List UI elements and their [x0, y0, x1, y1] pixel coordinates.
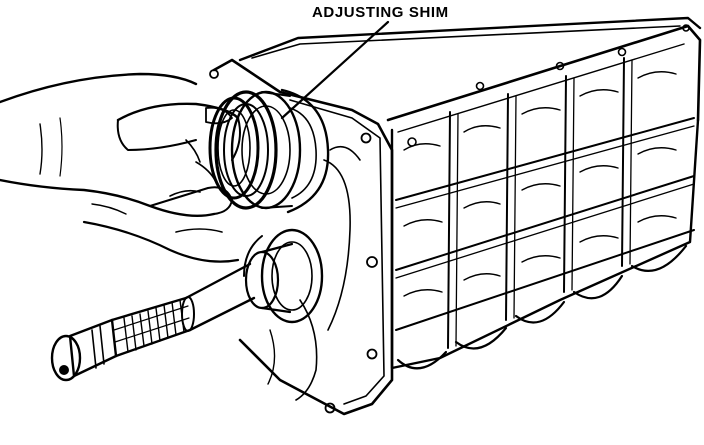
adjusting-shim [208, 90, 278, 210]
splined-shaft [110, 296, 195, 358]
adjusting-shim-label: ADJUSTING SHIM [312, 4, 449, 21]
transmission-case [209, 16, 702, 416]
input-shaft [50, 228, 324, 382]
bearing-assembly [208, 88, 330, 214]
hand [0, 72, 241, 263]
